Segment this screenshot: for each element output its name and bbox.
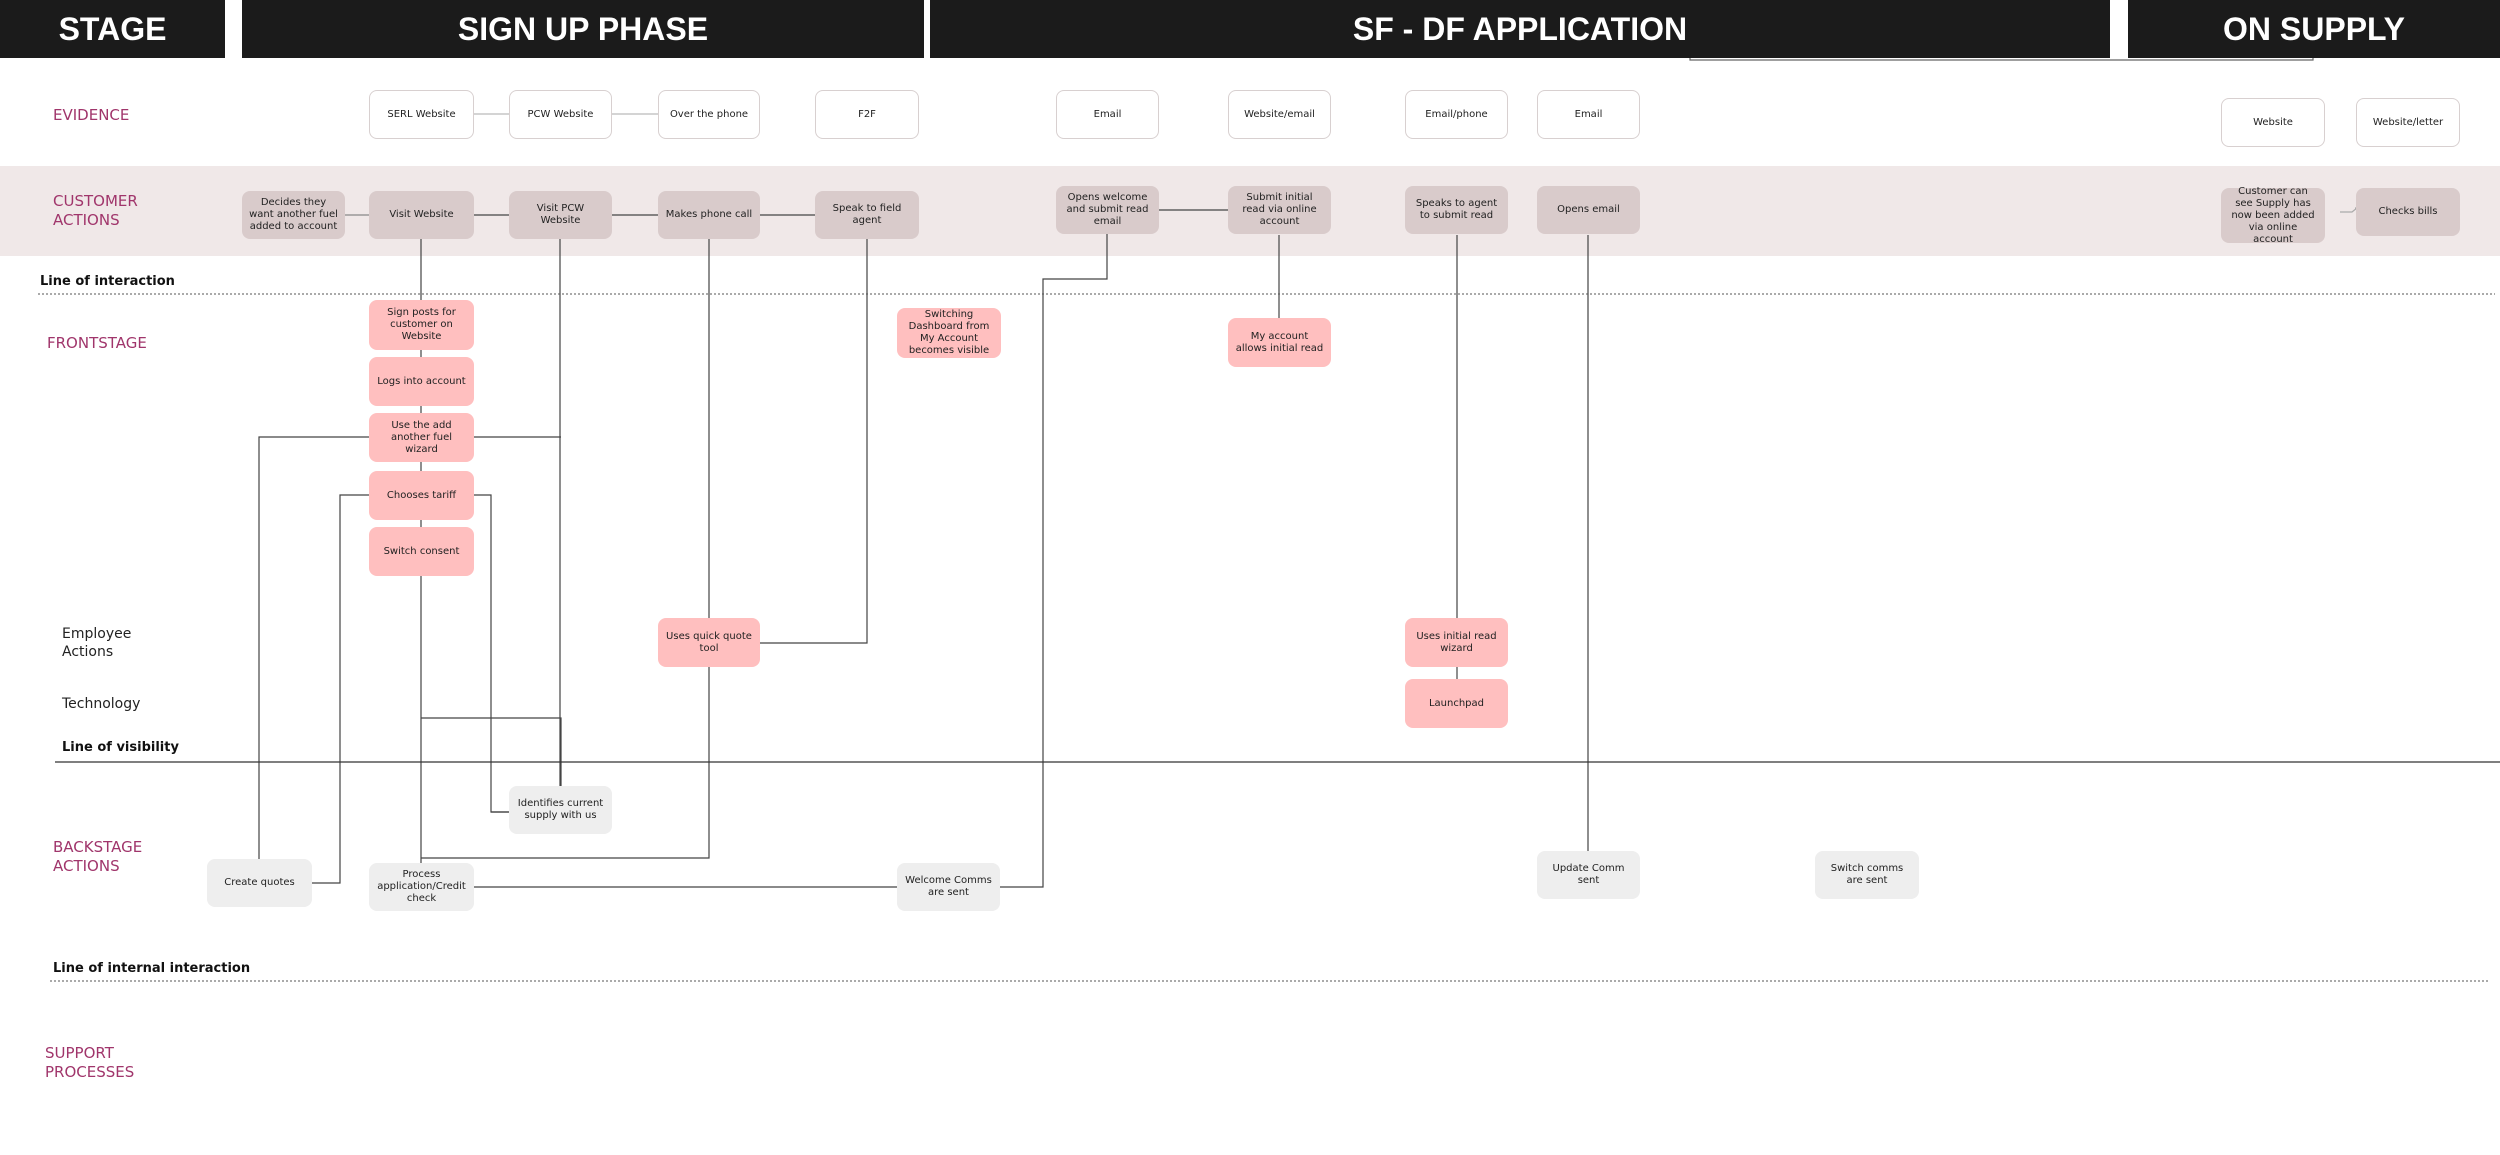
line-of-visibility-label: Line of visibility [62, 740, 179, 755]
lane-backstage-actions-line1: BACKSTAGE [53, 838, 143, 856]
customer-action-visit-website: Visit Website [369, 191, 474, 239]
evidence-email-2: Email [1537, 90, 1640, 139]
customer-action-checks-bills: Checks bills [2356, 188, 2460, 236]
lane-customer-actions-line2: ACTIONS [53, 211, 120, 229]
backstage-identifies-supply: Identifies current supply with us [509, 786, 612, 834]
lane-evidence: EVIDENCE [53, 106, 130, 124]
sf-df-application-header: SF - DF APPLICATION [930, 0, 2110, 58]
backstage-welcome-comms: Welcome Comms are sent [897, 863, 1000, 911]
lane-support-processes: SUPPORT PROCESSES [45, 1044, 134, 1082]
customer-action-submit-initial-read: Submit initial read via online account [1228, 186, 1331, 234]
backstage-switch-comms: Switch comms are sent [1815, 851, 1919, 899]
customer-action-opens-email: Opens email [1537, 186, 1640, 234]
lane-employee-actions-line2: Actions [62, 644, 114, 660]
customer-action-speak-field-agent: Speak to field agent [815, 191, 919, 239]
technology-launchpad: Launchpad [1405, 679, 1508, 728]
evidence-serl-website: SERL Website [369, 90, 474, 139]
evidence-website: Website [2221, 98, 2325, 147]
sign-up-phase-header: SIGN UP PHASE [242, 0, 924, 58]
customer-action-sees-supply: Customer can see Supply has now been add… [2221, 186, 2325, 245]
line-of-internal-interaction-label: Line of internal interaction [53, 961, 251, 976]
customer-action-opens-welcome: Opens welcome and submit read email [1056, 186, 1159, 234]
evidence-pcw-website: PCW Website [509, 90, 612, 139]
lane-employee-actions: Employee Actions [62, 625, 131, 661]
stage-header: STAGE [0, 0, 225, 58]
evidence-email-1: Email [1056, 90, 1159, 139]
lane-support-processes-line2: PROCESSES [45, 1063, 135, 1081]
lane-technology: Technology [62, 696, 141, 712]
evidence-f2f: F2F [815, 90, 919, 139]
frontstage-logs-in: Logs into account [369, 357, 474, 406]
backstage-update-comm: Update Comm sent [1537, 851, 1640, 899]
lane-employee-actions-line1: Employee [62, 626, 132, 642]
line-of-interaction-label: Line of interaction [40, 274, 175, 289]
frontstage-chooses-tariff: Chooses tariff [369, 471, 474, 520]
evidence-website-email: Website/email [1228, 90, 1331, 139]
evidence-over-the-phone: Over the phone [658, 90, 760, 139]
employee-quick-quote-tool: Uses quick quote tool [658, 618, 760, 667]
lane-backstage-actions-line2: ACTIONS [53, 857, 120, 875]
frontstage-my-account-read: My account allows initial read [1228, 318, 1331, 367]
lane-frontstage: FRONTSTAGE [47, 334, 147, 352]
backstage-create-quotes: Create quotes [207, 859, 312, 907]
lane-support-processes-line1: SUPPORT [45, 1044, 114, 1062]
backstage-process-application: Process application/Credit check [369, 863, 474, 911]
employee-initial-read-wizard: Uses initial read wizard [1405, 618, 1508, 667]
customer-action-decides-fuel: Decides they want another fuel added to … [242, 191, 345, 239]
evidence-website-letter: Website/letter [2356, 98, 2460, 147]
lane-backstage-actions: BACKSTAGE ACTIONS [53, 838, 142, 876]
customer-action-makes-call: Makes phone call [658, 191, 760, 239]
customer-action-visit-pcw: Visit PCW Website [509, 191, 612, 239]
frontstage-sign-posts: Sign posts for customer on Website [369, 300, 474, 350]
lane-customer-actions-line1: CUSTOMER [53, 192, 138, 210]
frontstage-add-fuel-wizard: Use the add another fuel wizard [369, 413, 474, 462]
on-supply-header: ON SUPPLY [2128, 0, 2500, 58]
frontstage-switching-dashboard: Switching Dashboard from My Account beco… [897, 308, 1001, 358]
frontstage-switch-consent: Switch consent [369, 527, 474, 576]
lane-customer-actions: CUSTOMER ACTIONS [53, 192, 138, 230]
evidence-email-phone: Email/phone [1405, 90, 1508, 139]
customer-action-speaks-agent: Speaks to agent to submit read [1405, 186, 1508, 234]
